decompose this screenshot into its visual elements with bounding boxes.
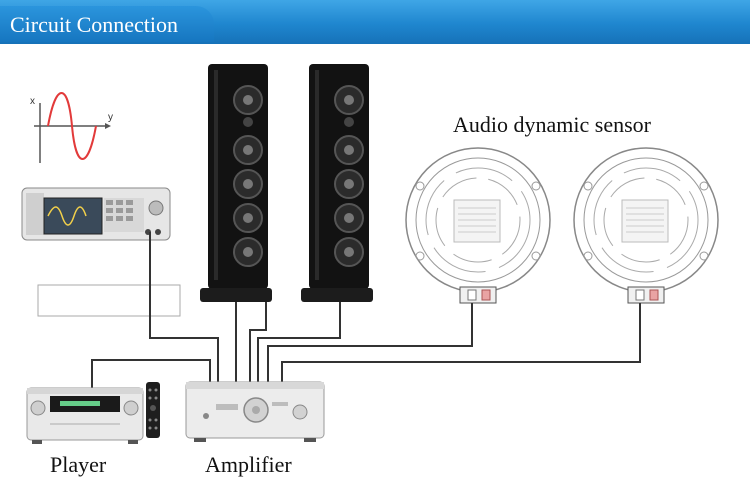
cables — [91, 232, 641, 388]
speaker-icon — [200, 64, 272, 302]
signal-generator-icon — [21, 187, 171, 241]
speaker-icon — [301, 64, 373, 302]
graph-axis-x: x — [30, 96, 35, 107]
graph-axis-y: y — [108, 112, 113, 123]
sine-wave-graph-icon: x y — [30, 92, 113, 163]
remote-icon — [146, 382, 160, 438]
header-tab — [0, 6, 214, 42]
player-icon — [26, 387, 144, 444]
amplifier-label: Amplifier — [205, 452, 292, 477]
cable-sensor-1 — [267, 303, 473, 382]
cable-generator — [149, 232, 219, 382]
sensor-icon — [405, 147, 551, 304]
sensor-icon — [573, 147, 719, 304]
player-label: Player — [50, 452, 107, 477]
cable-speaker-1-b — [249, 302, 267, 382]
sensor-label: Audio dynamic sensor — [453, 112, 651, 137]
header-bar: Circuit Connection — [0, 0, 750, 44]
cable-player — [91, 359, 211, 388]
empty-box — [37, 284, 181, 317]
amplifier-icon — [185, 381, 325, 442]
cable-speaker-2 — [257, 302, 341, 382]
page-title: Circuit Connection — [10, 12, 179, 37]
cable-sensor-2 — [281, 303, 641, 382]
